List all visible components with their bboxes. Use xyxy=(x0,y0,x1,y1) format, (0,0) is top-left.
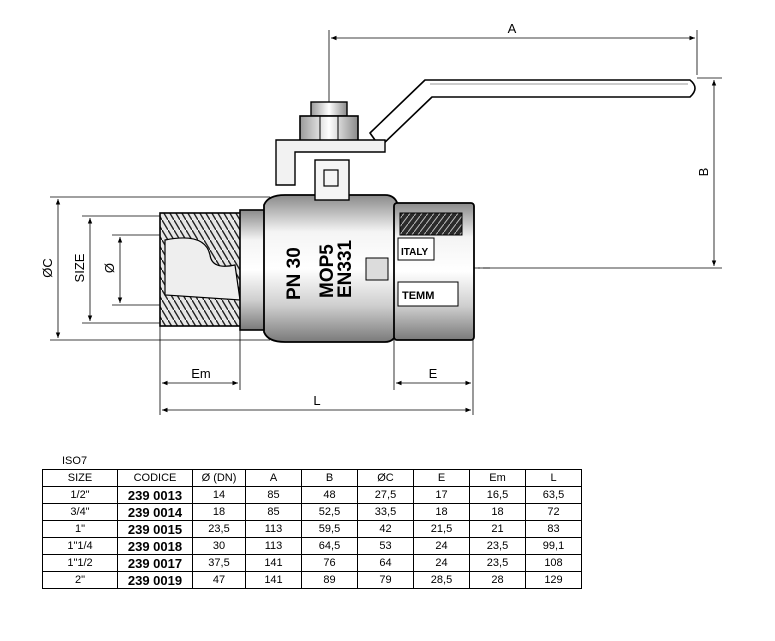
dim-label-em: Em xyxy=(191,366,211,381)
cell-dn: 14 xyxy=(192,486,246,504)
dim-label-size: SIZE xyxy=(72,253,87,282)
cell-em: 23,5 xyxy=(469,537,526,555)
cell-size: 1"1/4 xyxy=(42,537,118,555)
cell-l: 129 xyxy=(525,571,582,589)
cell-l: 83 xyxy=(525,520,582,538)
cell-b: 89 xyxy=(301,571,358,589)
cell-em: 23,5 xyxy=(469,554,526,572)
cell-b: 52,5 xyxy=(301,503,358,521)
cell-e: 24 xyxy=(413,537,470,555)
cell-a: 141 xyxy=(245,554,302,572)
dim-label-l: L xyxy=(313,393,320,408)
cell-codice: 239 0017 xyxy=(117,554,193,572)
cell-c: 64 xyxy=(357,554,414,572)
cell-a: 85 xyxy=(245,486,302,504)
mop-marking: MOP5 xyxy=(317,244,338,298)
dim-label-b: B xyxy=(696,168,711,177)
cell-l: 108 xyxy=(525,554,582,572)
cell-em: 21 xyxy=(469,520,526,538)
table-header-row: SIZE CODICE Ø (DN) A B ØC E Em L xyxy=(42,469,582,487)
italy-marking: ITALY xyxy=(401,247,429,258)
dimension-labels: A B ØC SIZE Ø Em E L xyxy=(40,21,711,408)
cell-em: 16,5 xyxy=(469,486,526,504)
cell-c: 79 xyxy=(357,571,414,589)
cell-c: 42 xyxy=(357,520,414,538)
cell-l: 99,1 xyxy=(525,537,582,555)
cell-size: 2" xyxy=(42,571,118,589)
cell-c: 33,5 xyxy=(357,503,414,521)
cell-codice: 239 0019 xyxy=(117,571,193,589)
cell-size: 3/4" xyxy=(42,503,118,521)
cell-e: 28,5 xyxy=(413,571,470,589)
cell-b: 59,5 xyxy=(301,520,358,538)
cell-c: 53 xyxy=(357,537,414,555)
cell-size: 1"1/2 xyxy=(42,554,118,572)
cell-size: 1" xyxy=(42,520,118,538)
valve-technical-drawing: PN 30 MOP5 EN331 ITALY TEMM A B ØC SIZE … xyxy=(40,21,722,415)
dim-label-c: ØC xyxy=(40,258,55,278)
cell-codice: 239 0014 xyxy=(117,503,193,521)
cell-codice: 239 0013 xyxy=(117,486,193,504)
pressure-marking: PN 30 xyxy=(284,247,305,300)
stem-nut xyxy=(275,101,386,186)
cell-a: 141 xyxy=(245,571,302,589)
cell-dn: 37,5 xyxy=(192,554,246,572)
header-c: ØC xyxy=(357,469,414,487)
cell-c: 27,5 xyxy=(357,486,414,504)
header-codice: CODICE xyxy=(117,469,193,487)
male-threaded-end xyxy=(159,209,267,331)
header-size: SIZE xyxy=(42,469,118,487)
header-b: B xyxy=(301,469,358,487)
cell-dn: 30 xyxy=(192,537,246,555)
cell-codice: 239 0015 xyxy=(117,520,193,538)
header-a: A xyxy=(245,469,302,487)
cell-dn: 23,5 xyxy=(192,520,246,538)
dim-label-e: E xyxy=(429,366,438,381)
header-e: E xyxy=(413,469,470,487)
dim-label-phi: Ø xyxy=(102,263,117,273)
female-threaded-end xyxy=(393,202,475,341)
cell-dn: 47 xyxy=(192,571,246,589)
cell-a: 113 xyxy=(245,520,302,538)
dim-label-a: A xyxy=(508,21,517,36)
cell-a: 113 xyxy=(245,537,302,555)
cell-l: 63,5 xyxy=(525,486,582,504)
cell-b: 48 xyxy=(301,486,358,504)
cell-l: 72 xyxy=(525,503,582,521)
cell-e: 18 xyxy=(413,503,470,521)
cell-e: 24 xyxy=(413,554,470,572)
lever-handle xyxy=(369,79,696,148)
table-caption: ISO7 xyxy=(62,455,88,467)
header-l: L xyxy=(525,469,582,487)
cell-codice: 239 0018 xyxy=(117,537,193,555)
norm-marking: EN331 xyxy=(335,239,356,298)
cell-e: 17 xyxy=(413,486,470,504)
cell-e: 21,5 xyxy=(413,520,470,538)
body-markings: PN 30 MOP5 EN331 ITALY TEMM xyxy=(284,239,434,302)
cell-em: 18 xyxy=(469,503,526,521)
header-dn: Ø (DN) xyxy=(192,469,246,487)
cell-dn: 18 xyxy=(192,503,246,521)
header-em: Em xyxy=(469,469,526,487)
cell-a: 85 xyxy=(245,503,302,521)
brand-marking: TEMM xyxy=(402,290,434,302)
cell-b: 64,5 xyxy=(301,537,358,555)
cell-size: 1/2" xyxy=(42,486,118,504)
cell-em: 28 xyxy=(469,571,526,589)
dimension-lines xyxy=(55,35,717,413)
dimensions-table: SIZE CODICE Ø (DN) A B ØC E Em L 1/2"239… xyxy=(42,469,582,589)
cell-b: 76 xyxy=(301,554,358,572)
